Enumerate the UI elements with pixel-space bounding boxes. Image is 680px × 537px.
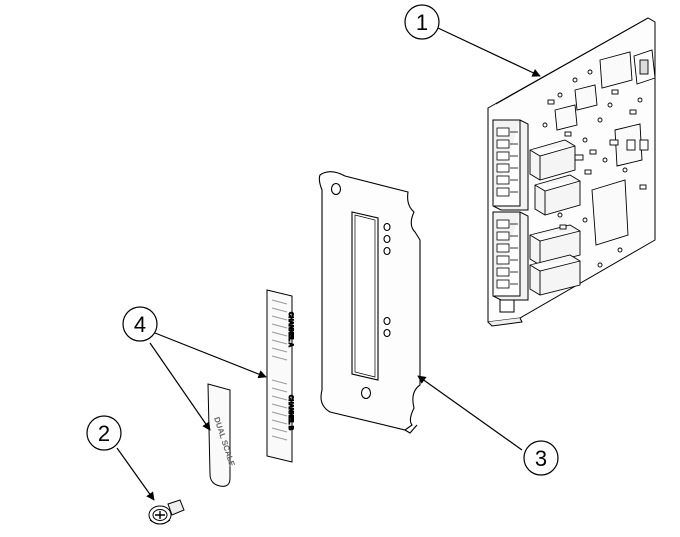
terminal-block-upper (492, 119, 529, 211)
channel-label-strip: CHANNEL A CHANNEL B (266, 289, 294, 463)
callout-1: 1 (404, 4, 440, 40)
callout-2-label: 2 (98, 421, 110, 446)
leader-line-3 (417, 375, 523, 451)
leader-line-1 (437, 27, 541, 77)
callout-3-label: 3 (535, 446, 547, 471)
channel-label-bottom-text: CHANNEL B (287, 395, 293, 431)
callout-4: 4 (122, 306, 158, 342)
screw (148, 499, 185, 525)
terminal-block-lower (492, 211, 529, 313)
faceplate (318, 171, 421, 434)
callout-3: 3 (523, 440, 559, 476)
leader-lines (116, 27, 541, 501)
callout-1-label: 1 (416, 10, 428, 35)
callout-4-label: 4 (134, 312, 146, 337)
leader-line-2 (116, 447, 155, 501)
board-components (529, 49, 656, 296)
channel-label-top-text: CHANNEL A (287, 312, 293, 348)
dual-scale-label: DUAL SCALE (207, 383, 237, 487)
callout-2: 2 (86, 415, 122, 451)
leader-line-4b (149, 342, 211, 431)
circuit-board (487, 17, 656, 327)
leader-line-4a (154, 332, 267, 379)
